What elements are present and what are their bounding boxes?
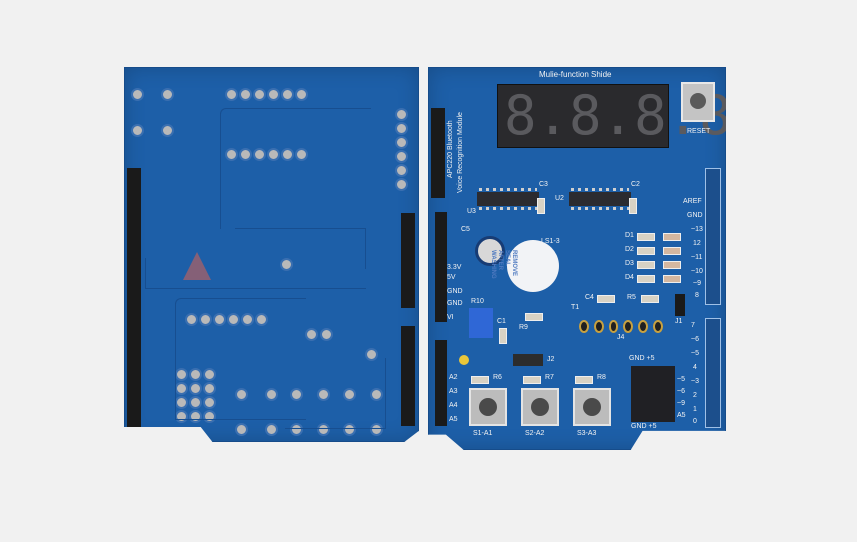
potentiometer-r10[interactable] (469, 308, 493, 338)
digital-header-top (705, 168, 721, 305)
label-d12: 12 (693, 240, 701, 247)
power-header (435, 212, 447, 322)
label-gnd: GND (447, 288, 463, 295)
chip-u2 (569, 188, 631, 210)
reset-label: RESET (687, 128, 711, 135)
label-d2: 2 (693, 392, 697, 399)
label-r5: R5 (627, 294, 636, 301)
label-d8: 8 (695, 292, 699, 299)
label-a5: A5 (449, 416, 458, 423)
label-c3: C3 (539, 181, 548, 188)
label-servo-bottom: GND +5 (631, 423, 657, 430)
left-pin-header (127, 168, 141, 428)
label-servo-top: GND +5 (629, 355, 655, 362)
label-j1: J1 (675, 318, 683, 325)
label-r9: R9 (519, 324, 528, 331)
label-servo-9: ~9 (677, 400, 685, 407)
label-a3: A3 (449, 388, 458, 395)
digital-header-bottom (705, 318, 721, 428)
right-pin-header-top (401, 213, 415, 308)
servo-header[interactable] (631, 366, 675, 422)
label-d1: 1 (693, 406, 697, 413)
label-u3: U3 (467, 208, 476, 215)
label-d11: ~11 (691, 254, 703, 261)
label-d13: ~13 (691, 226, 703, 233)
label-c1: C1 (497, 318, 506, 325)
label-j4: J4 (617, 334, 625, 341)
label-s3: S3-A3 (577, 430, 597, 437)
label-c2: C2 (631, 181, 640, 188)
label-servo-5: ~5 (677, 376, 685, 383)
label-r6: R6 (493, 374, 502, 381)
label-a4: A4 (449, 402, 458, 409)
buzzer: REMOVE SEAL AFTER WASHING (490, 240, 559, 292)
jumper-j1[interactable] (675, 294, 685, 316)
label-r8: R8 (597, 374, 606, 381)
label-d2: D2 (625, 246, 634, 253)
analog-header (435, 340, 447, 426)
label-a2: A2 (449, 374, 458, 381)
label-r10: R10 (471, 298, 484, 305)
label-aref: AREF (683, 198, 702, 205)
jumper-j2 (513, 354, 543, 366)
label-c4: C4 (585, 294, 594, 301)
label-5v: 5V (447, 274, 456, 281)
label-d4: 4 (693, 364, 697, 371)
header-j4 (579, 320, 663, 333)
label-gnd-2: GND (447, 300, 463, 307)
chip-u3 (477, 188, 539, 210)
button-s1[interactable] (469, 388, 507, 426)
label-gnd-top: GND (687, 212, 703, 219)
voice-module-label: Voice Recognition Module (457, 112, 464, 193)
potentiometer-screw (459, 355, 469, 365)
label-servo-a5: A5 (677, 412, 686, 419)
label-t1: T1 (571, 304, 580, 311)
label-d3: ~3 (691, 378, 699, 385)
bluetooth-header (431, 108, 445, 198)
seven-segment-display: 8. 8. 8. 8. (497, 84, 726, 148)
label-3v3: 3.3V (447, 264, 462, 271)
label-vi: VI (447, 314, 454, 321)
label-s1: S1-A1 (473, 430, 493, 437)
board-title: Mulie-function Shide (539, 70, 612, 79)
button-s2[interactable] (521, 388, 559, 426)
label-d6: ~6 (691, 336, 699, 343)
capacitor-c5 (475, 236, 505, 266)
label-d5: ~5 (691, 350, 699, 357)
label-d10: ~10 (691, 268, 703, 275)
label-u2: U2 (555, 195, 564, 202)
label-ls1: LS1-3 (541, 238, 560, 245)
reset-button[interactable] (681, 82, 715, 122)
label-c5: C5 (461, 226, 470, 233)
label-d0: 0 (693, 418, 697, 425)
right-pin-header-bottom (401, 326, 415, 426)
label-s2: S2-A2 (525, 430, 545, 437)
label-r7: R7 (545, 374, 554, 381)
button-s3[interactable] (573, 388, 611, 426)
label-d9: ~9 (693, 280, 701, 287)
label-d1: D1 (625, 232, 634, 239)
buzzer-sticker: REMOVE SEAL AFTER WASHING (490, 250, 517, 279)
pcb-front-side: Mulie-function Shide APC220 Bluetooth Vo… (428, 67, 726, 450)
digit-1: 8. (504, 84, 570, 147)
led-d3 (637, 261, 655, 269)
label-j2: J2 (547, 356, 555, 363)
watermark-triangle (183, 252, 211, 280)
label-d3: D3 (625, 260, 634, 267)
label-servo-6: ~6 (677, 388, 685, 395)
led-d1 (637, 233, 655, 241)
bluetooth-label: APC220 Bluetooth (447, 120, 454, 178)
pcb-back-side (124, 67, 419, 442)
led-d4 (637, 275, 655, 283)
led-d2 (637, 247, 655, 255)
label-d4: D4 (625, 274, 634, 281)
label-d7: 7 (691, 322, 695, 329)
digit-2: 8. (569, 84, 635, 147)
